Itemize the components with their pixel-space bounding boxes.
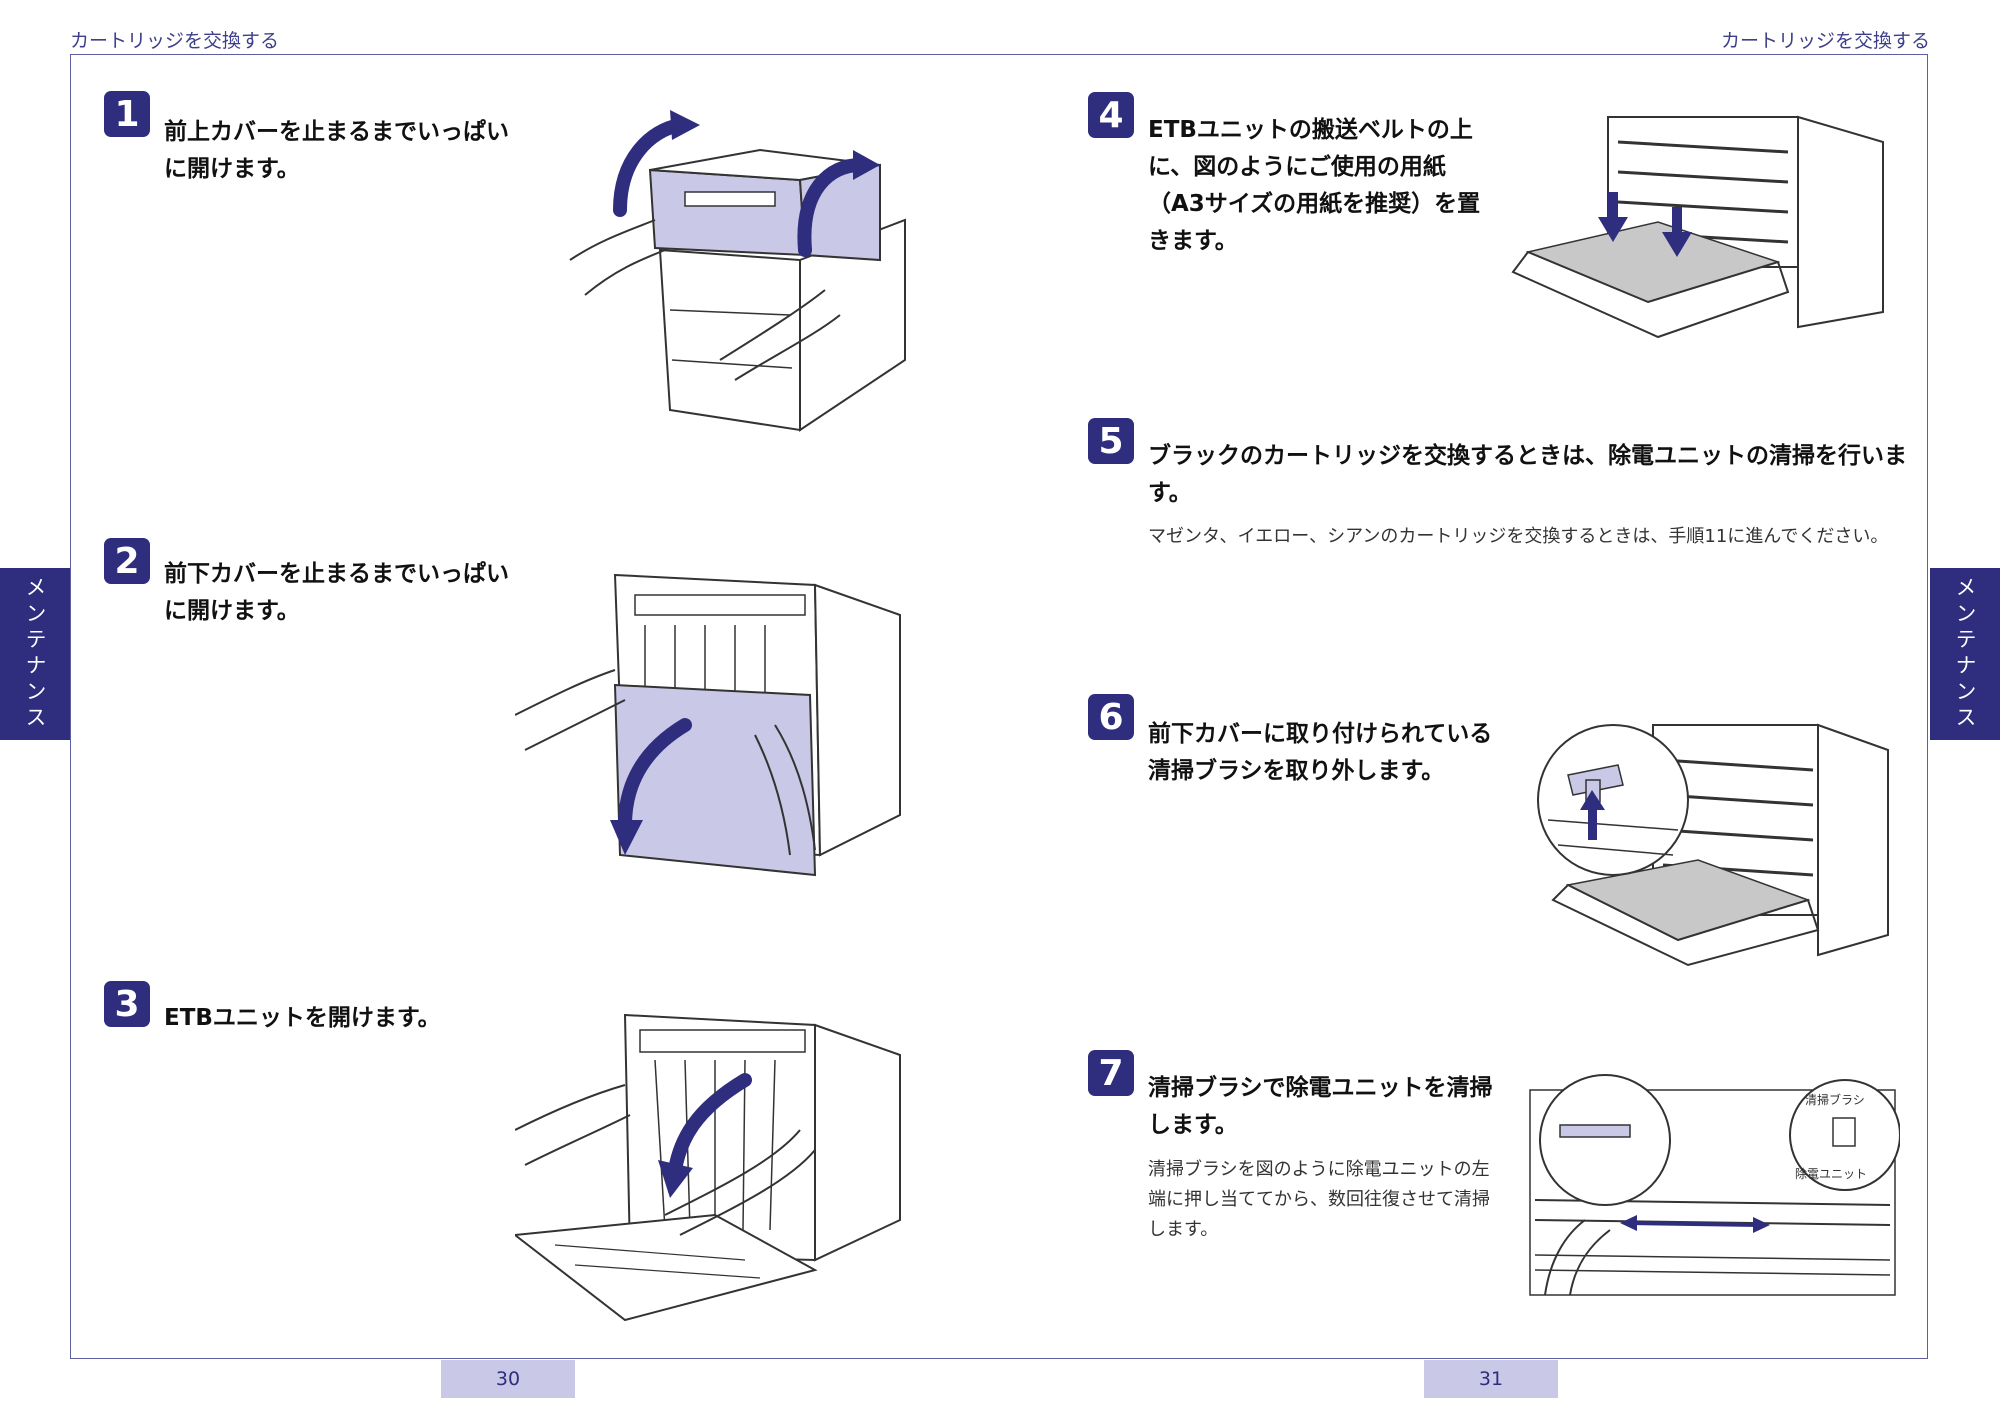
step-4-illustration <box>1511 115 1884 339</box>
step-4-text: ETBユニットの搬送ベルトの上に、図のようにご使用の用紙（A3サイズの用紙を推奨… <box>1148 117 1481 254</box>
running-head-right: カートリッジを交換する <box>1720 30 1930 52</box>
side-tab-right[interactable]: メンテナンス <box>1930 568 2000 740</box>
step-7-illustration: 清掃ブラシ 除電ユニット <box>1529 1074 1900 1296</box>
step-5-number: 5 <box>1088 418 1134 464</box>
page-frame <box>70 54 1928 1359</box>
step-3-illustration <box>515 1013 901 1322</box>
step-7-note: 清掃ブラシを図のように除電ユニットの左端に押し当ててから、数回往復させて清掃しま… <box>1148 1159 1490 1240</box>
page-number-right: 31 <box>1424 1360 1558 1398</box>
step-6-text: 前下カバーに取り付けられている清掃ブラシを取り外します。 <box>1148 721 1493 784</box>
step-7-number: 7 <box>1088 1050 1134 1096</box>
running-head-left: カートリッジを交換する <box>70 30 280 52</box>
step-1-text: 前上カバーを止まるまでいっぱいに開けます。 <box>164 119 509 182</box>
step-5-note: マゼンタ、イエロー、シアンのカートリッジを交換するときは、手順11に進んでくださ… <box>1148 526 1889 547</box>
step-5-text: ブラックのカートリッジを交換するときは、除電ユニットの清掃を行います。 <box>1148 443 1907 506</box>
side-tab-left[interactable]: メンテナンス <box>0 568 70 740</box>
step-6-illustration <box>1537 723 1889 967</box>
step-7-text: 清掃ブラシで除電ユニットを清掃します。 <box>1148 1075 1493 1138</box>
step-2-text: 前下カバーを止まるまでいっぱいに開けます。 <box>164 561 509 624</box>
label-cleaning-brush: 清掃ブラシ <box>1805 1092 1865 1107</box>
step-3-number: 3 <box>104 981 150 1027</box>
step-6-number: 6 <box>1088 694 1134 740</box>
page-number-left: 30 <box>441 1360 575 1398</box>
step-2-number: 2 <box>104 538 150 584</box>
step-4-number: 4 <box>1088 92 1134 138</box>
step-1-number: 1 <box>104 91 150 137</box>
step-3-text: ETBユニットを開けます。 <box>164 1005 441 1031</box>
step-1-illustration <box>569 110 906 432</box>
step-2-illustration <box>515 573 901 877</box>
label-static-eliminator: 除電ユニット <box>1795 1166 1867 1181</box>
